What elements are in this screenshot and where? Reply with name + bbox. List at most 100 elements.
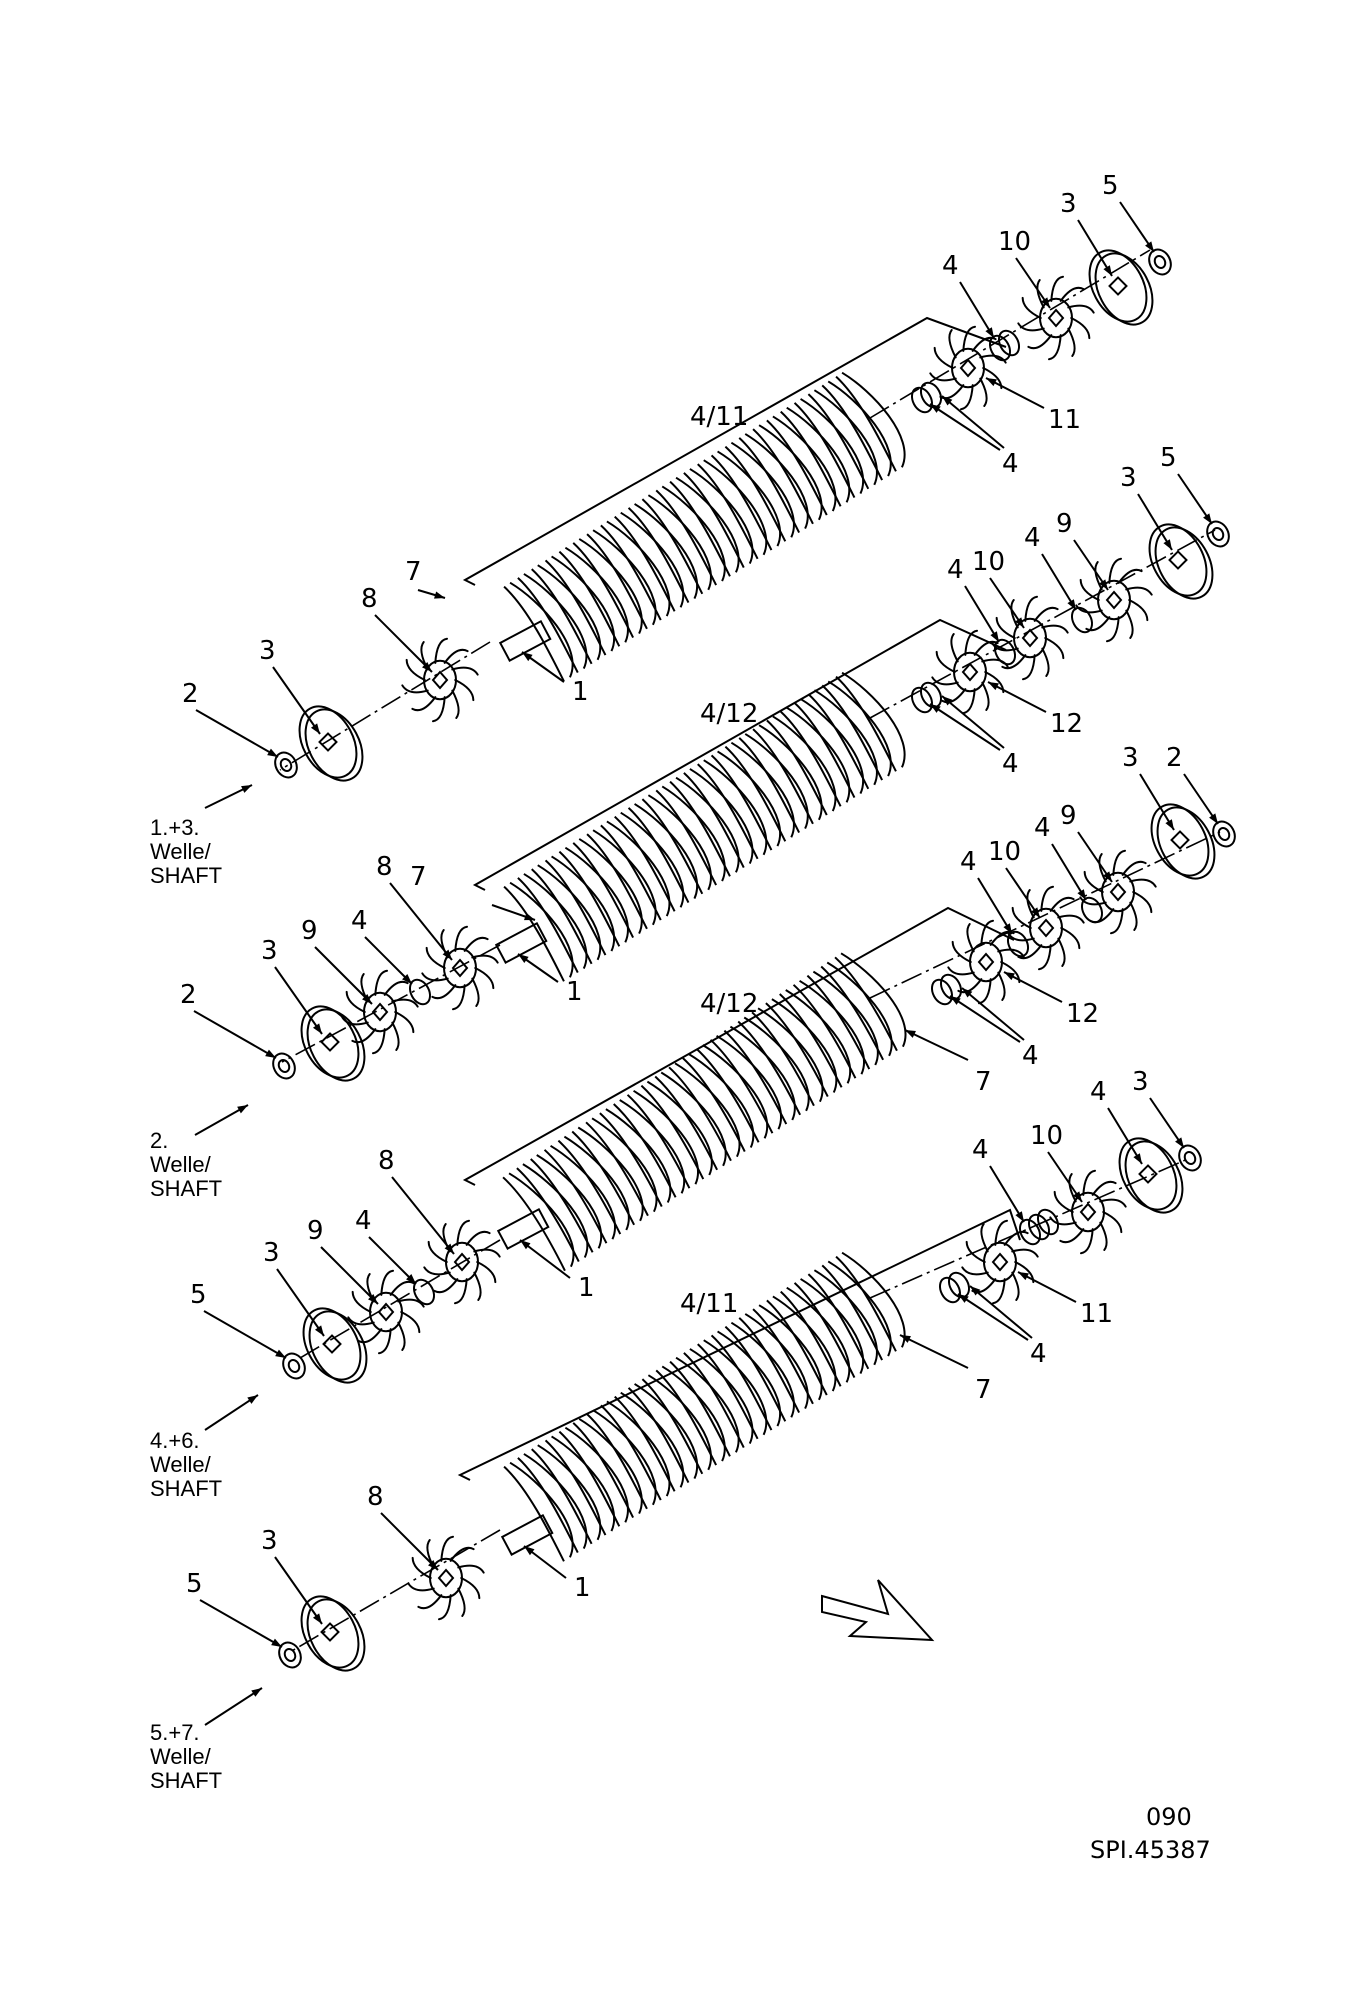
cover-disc bbox=[1148, 523, 1214, 600]
tine-roller-tine-row bbox=[785, 989, 851, 1084]
leader-right-4 bbox=[1119, 201, 1155, 253]
star-wheel-tine bbox=[1129, 878, 1157, 888]
star-wheel-tine bbox=[957, 978, 983, 994]
star-wheel-tine bbox=[454, 679, 475, 702]
part-label-left-3: 4 bbox=[351, 906, 368, 936]
tine-roller-tine-row bbox=[544, 1439, 607, 1536]
cover-disc-rim bbox=[1094, 252, 1154, 326]
star-wheel-tine bbox=[427, 1240, 448, 1263]
marker-leader-arrowhead bbox=[900, 1335, 911, 1343]
leader-left-2-line bbox=[320, 1246, 379, 1305]
nut-ring bbox=[408, 978, 432, 1006]
part-label-right-1: 4 bbox=[947, 555, 964, 585]
leader-right-5-line bbox=[1137, 493, 1173, 551]
tine-roller-tine-row bbox=[703, 459, 768, 556]
cover-disc-square-bore bbox=[1170, 830, 1190, 850]
collar-leader-a-line bbox=[929, 703, 1001, 751]
tine-roller-tine-row bbox=[627, 1387, 690, 1484]
washer-outer bbox=[1206, 520, 1230, 548]
star-wheel-bore bbox=[1105, 590, 1123, 610]
collar-leader-b-arrowhead bbox=[962, 988, 973, 998]
marker-leader-arrowhead bbox=[905, 1030, 916, 1038]
leader-left-1-line bbox=[276, 1268, 325, 1337]
tine-roller-tine-row bbox=[503, 1465, 565, 1562]
tine-roller-tine-row bbox=[689, 468, 754, 564]
marker-label: 7 bbox=[405, 557, 422, 587]
star-wheel-tine bbox=[966, 923, 975, 953]
tine-roller-tine-row bbox=[647, 1374, 712, 1471]
star-wheel-tine bbox=[1001, 654, 1027, 670]
nut-ring bbox=[412, 1278, 436, 1306]
star-wheel-tine bbox=[1085, 616, 1111, 632]
tine-roller-tine-row bbox=[682, 1057, 746, 1152]
nuts-ring bbox=[997, 329, 1021, 357]
tine-roller-tine-row bbox=[710, 454, 773, 551]
shaft-caption-line: Welle/ bbox=[150, 1452, 212, 1477]
shaft-axis-right bbox=[869, 831, 1221, 999]
tine-roller-tine-row bbox=[710, 1334, 773, 1431]
cover-disc-face bbox=[1150, 803, 1210, 877]
leader-right-0 bbox=[987, 681, 1047, 713]
part-label-left-0: 5 bbox=[186, 1569, 203, 1599]
star-wheel-tine bbox=[1059, 1228, 1085, 1244]
collar-leader-a-arrowhead bbox=[950, 996, 961, 1005]
tine-roller-tine-row bbox=[522, 1163, 589, 1258]
tine-roller-tine-row bbox=[517, 577, 579, 674]
tine-roller-tine-row bbox=[752, 1308, 814, 1405]
tine-roller-tine-row bbox=[723, 1029, 788, 1125]
tine-roller-tine-row bbox=[821, 684, 883, 781]
shaft-part-leader bbox=[517, 953, 559, 983]
washer-inner bbox=[283, 1648, 297, 1662]
star-wheel-tine bbox=[964, 629, 979, 656]
tine-roller-tine-row bbox=[516, 1167, 580, 1262]
marker-leader-arrowhead bbox=[524, 913, 535, 921]
shaft-stub bbox=[494, 921, 548, 964]
collar-label: 4 bbox=[1002, 749, 1019, 779]
star-wheel-tine bbox=[391, 1021, 400, 1051]
leader-right-0-arrowhead bbox=[986, 378, 997, 387]
star-wheel-tine bbox=[948, 329, 957, 359]
collar-leader-b-line bbox=[941, 695, 1005, 749]
caption-leader bbox=[204, 1394, 259, 1431]
washer-inner bbox=[1183, 1151, 1197, 1165]
tine-roller-tine-row bbox=[717, 450, 781, 547]
tine-roller-tine-row bbox=[813, 689, 878, 786]
cover-disc-rim bbox=[306, 1008, 366, 1082]
star-wheel-tine bbox=[347, 1316, 375, 1326]
shaft-caption-line: Welle/ bbox=[150, 1152, 212, 1177]
leader-left-2 bbox=[380, 1512, 439, 1571]
star-wheel-tine bbox=[1112, 849, 1127, 876]
tine-roller-tine-row bbox=[606, 520, 671, 617]
shaft-caption-line: Welle/ bbox=[150, 839, 212, 864]
tine-roller-tine-row bbox=[655, 1369, 717, 1466]
leader-right-0-line bbox=[985, 377, 1045, 409]
star-wheel-tine bbox=[1117, 568, 1143, 584]
tine-roller-tine-row bbox=[660, 1071, 727, 1167]
star-wheel-tine bbox=[1108, 557, 1123, 584]
star-wheel-tine bbox=[1079, 1228, 1094, 1255]
leader-right-3-line bbox=[1107, 1107, 1143, 1165]
collar-leader-b-arrowhead bbox=[970, 1286, 981, 1296]
collar-leader-a-arrowhead bbox=[930, 404, 941, 413]
shaft-part-leader bbox=[521, 651, 565, 683]
star-wheel-tine bbox=[1040, 885, 1055, 912]
shaft-axis-left bbox=[289, 1529, 501, 1653]
leader-left-4-line bbox=[391, 1176, 455, 1255]
tine-roller-tine-row bbox=[578, 838, 643, 934]
star-wheel-hub bbox=[443, 947, 477, 989]
leader-left-1-arrowhead bbox=[312, 1023, 322, 1034]
star-wheel-tine bbox=[980, 1223, 989, 1253]
tine-roller-tine-row bbox=[758, 424, 823, 521]
collar-leader-a-arrowhead bbox=[930, 704, 941, 713]
tine-roller-tine-row bbox=[710, 754, 773, 851]
marker-leader-arrowhead bbox=[434, 591, 445, 599]
marker-leader-line bbox=[899, 1334, 969, 1369]
star-wheel bbox=[1079, 849, 1157, 935]
tine-roller-tine-row bbox=[614, 815, 676, 912]
tine-roller-tine-row bbox=[827, 680, 892, 777]
tine-roller-tine-row bbox=[683, 1352, 745, 1449]
part-label-right-0: 12 bbox=[1066, 999, 1099, 1029]
caption-leader bbox=[204, 784, 253, 809]
